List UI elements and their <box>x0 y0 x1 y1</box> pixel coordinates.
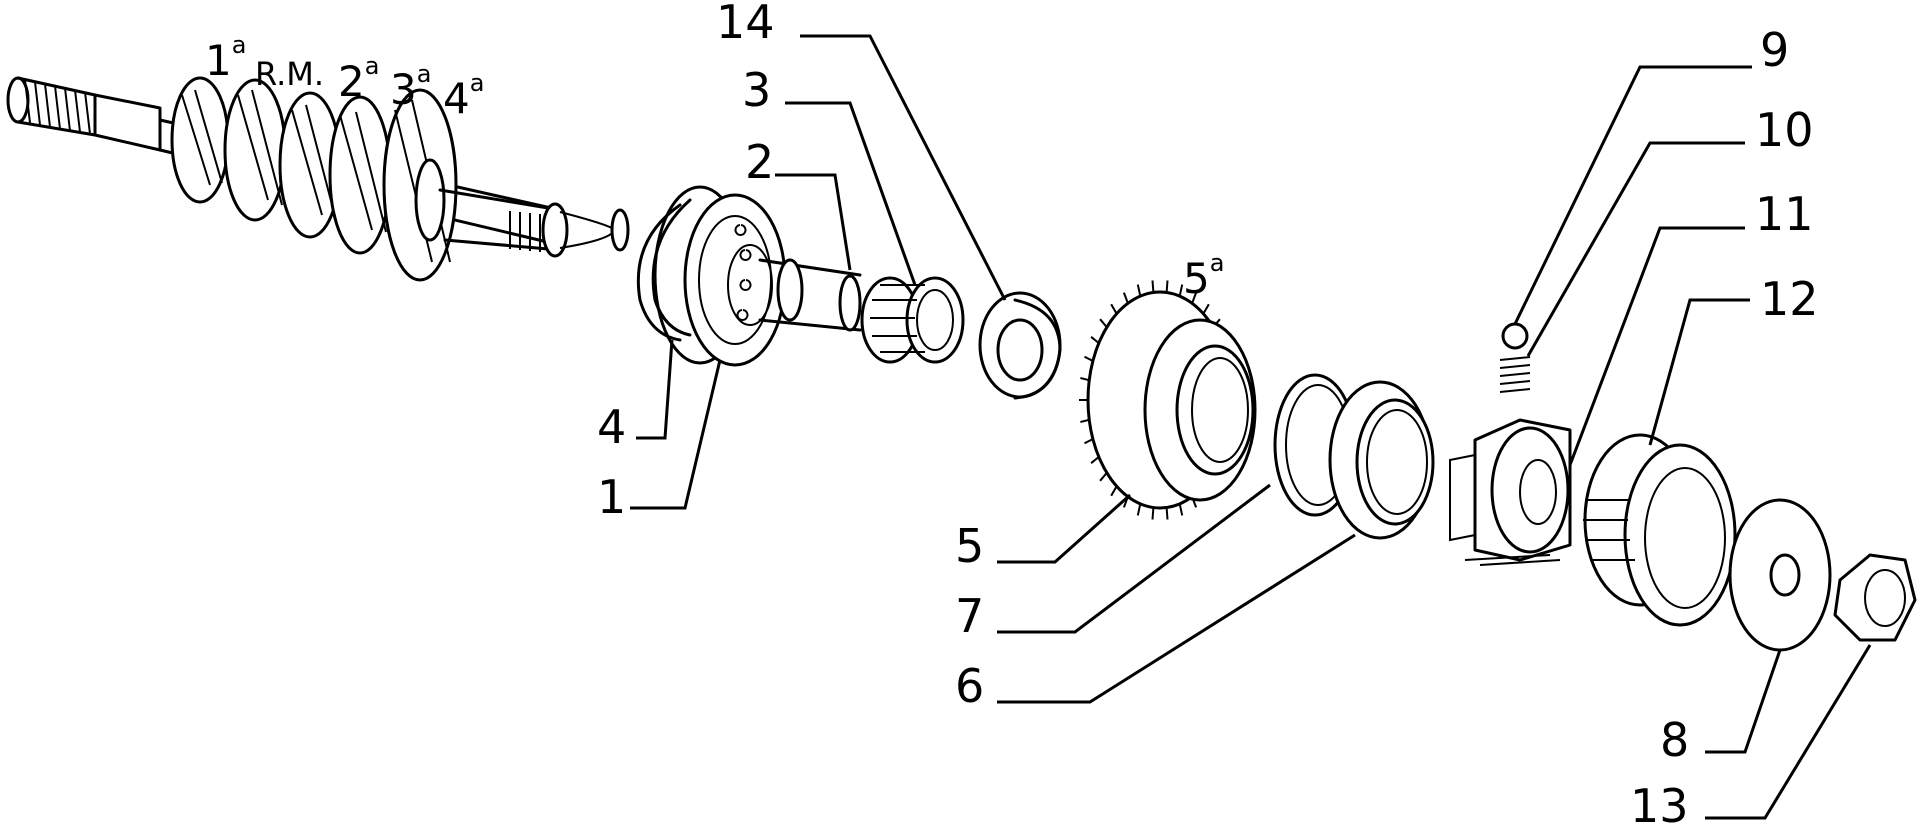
callout-3: 3 <box>742 63 771 117</box>
shaft-sleeve-2 <box>758 258 862 332</box>
sliding-sleeve-12 <box>1583 433 1737 627</box>
shaft-nut-13 <box>1833 553 1917 642</box>
callout-1: 1 <box>597 470 626 524</box>
leader-5 <box>997 493 1131 564</box>
gear-ratio-labels: 1a R.M. 2a 3a 4a 5a <box>205 31 1224 303</box>
leader-6 <box>997 533 1356 704</box>
detent-spring-10 <box>1499 356 1531 393</box>
synchro-ring-6 <box>1328 380 1435 540</box>
leader-1 <box>630 359 722 510</box>
leader-11 <box>1568 226 1745 466</box>
fifth-gear-5 <box>1079 280 1257 520</box>
gear-label-rm: R.M. <box>255 55 324 93</box>
leader-lines <box>630 34 1872 820</box>
callout-8: 8 <box>1660 713 1689 767</box>
gear-label-1: 1a <box>205 31 246 85</box>
main-shaft-assembly <box>6 76 630 282</box>
callout-12: 12 <box>1760 272 1819 326</box>
callout-9: 9 <box>1760 23 1789 77</box>
callout-7: 7 <box>955 589 984 643</box>
leader-10 <box>1526 141 1745 357</box>
detent-ball-9 <box>1501 322 1529 350</box>
shaft-spline-end <box>6 76 97 137</box>
ball-bearing-1 <box>653 185 787 367</box>
thrust-washer-14 <box>978 291 1062 400</box>
leader-2 <box>775 173 852 271</box>
leader-9 <box>1513 65 1752 325</box>
gear-label-3: 3a <box>390 60 431 114</box>
gear-label-2: 2a <box>338 52 379 106</box>
callout-13: 13 <box>1630 779 1689 824</box>
synchro-hub-11 <box>1449 418 1572 566</box>
needle-bearing-3 <box>860 276 965 364</box>
leader-7 <box>997 483 1271 634</box>
callout-10: 10 <box>1755 103 1814 157</box>
retaining-plate-8 <box>1728 498 1832 652</box>
gear-label-5: 5a <box>1183 249 1224 303</box>
callout-5: 5 <box>955 519 984 573</box>
callout-11: 11 <box>1755 187 1814 241</box>
leader-14 <box>800 34 1007 301</box>
callout-numbers: 14 3 2 4 1 9 10 11 12 5 7 6 8 13 <box>597 0 1819 829</box>
leader-4 <box>636 339 674 440</box>
leader-13 <box>1705 644 1872 820</box>
callout-4: 4 <box>597 400 626 454</box>
leader-3 <box>785 101 917 286</box>
leader-12 <box>1648 298 1750 446</box>
callout-6: 6 <box>955 659 984 713</box>
shaft-body <box>93 93 162 152</box>
leader-8 <box>1705 649 1782 754</box>
gear-label-4: 4a <box>443 69 484 123</box>
callout-14: 14 <box>716 0 775 49</box>
gear-stack <box>170 76 630 282</box>
snap-ring-4 <box>636 198 692 342</box>
callout-2: 2 <box>745 135 774 189</box>
